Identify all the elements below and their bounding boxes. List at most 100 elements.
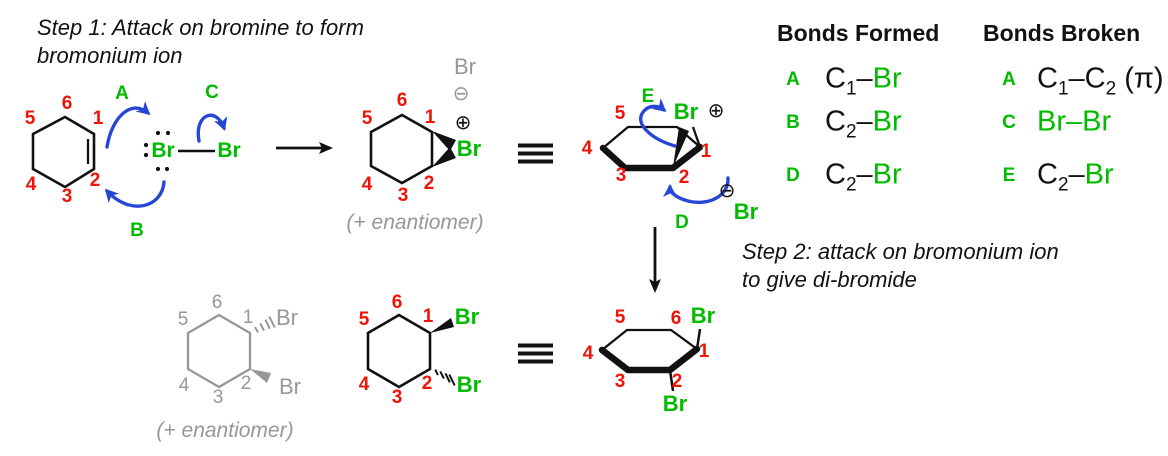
formula-bond: – [1068,158,1085,191]
bond-broken-row: C2–Br [1037,158,1114,196]
atom-number: 1 [92,108,104,129]
bromine-atom-label: Br [454,304,480,329]
equivalence-icon [518,343,553,364]
atom-number: 6 [211,292,223,313]
formula-atom: C [1084,62,1106,95]
bond-formed-row: C1–Br [825,62,902,100]
bonds-broken-header: Bonds Broken [983,20,1141,46]
atom-number: 2 [421,373,433,394]
atom-number: 6 [61,93,73,114]
arrow-label-e: E [641,86,655,107]
atom-number: 6 [396,90,408,111]
bromine-atom-label: Br [217,139,241,162]
formula-atom: Br–Br [1037,105,1112,138]
atom-number: 5 [614,307,626,328]
formula-atom: C [825,105,846,138]
formula-bond: – [856,158,873,191]
step2-title: Step 2: attack on bromonium ion to give … [742,238,1059,294]
atom-number: 4 [361,174,373,195]
step2-title-line2: to give di-bromide [742,267,917,292]
formula-bond: – [856,62,873,95]
step1-title-line1: Step 1: Attack on bromine to form [37,15,364,40]
step2-title-line1: Step 2: attack on bromonium ion [742,239,1059,264]
wedge-bond-c2-br [250,369,271,383]
atom-number: 5 [614,103,626,124]
wedge-bond-c1-br [430,318,454,333]
arrow-label-a: A [115,83,129,104]
dibromide-3d-ring [598,328,702,392]
dibromide-ring [366,313,456,389]
atom-number: 4 [25,174,37,195]
atom-number: 1 [422,306,434,327]
minus-charge-icon: ⊖ [718,178,736,202]
formula-subscript: 2 [1057,174,1069,196]
plus-charge-icon: ⊕ [707,98,725,122]
formula-atom: C [825,158,846,191]
atom-number: 6 [670,308,682,329]
curved-arrow-d [663,176,730,204]
step1-title-line2: bromonium ion [37,43,183,68]
bromine-atom-label: Br [690,303,716,328]
atom-number: 5 [361,108,373,129]
wedge-bond-c1-br [432,131,456,151]
bond-c1-br [695,328,702,350]
atom-number: 6 [391,292,403,313]
minus-charge-icon: ⊖ [452,81,470,105]
atom-number: 3 [212,387,224,408]
formula-subscript: 2 [845,121,857,143]
lone-pair-dots [143,130,171,172]
atom-number: 4 [358,374,370,395]
enantiomer-note: (+ enantiomer) [156,419,294,442]
formula-atom: Br [1084,158,1114,191]
atom-number: 3 [61,186,73,207]
atom-number: 2 [671,371,683,392]
curved-arrow-b [104,180,166,208]
formula-subscript: 2 [845,174,857,196]
bromine-atom-label: Br [151,139,175,162]
hash-bond-c1-br [254,316,276,333]
bromonium-bridge-br-label: Br [673,99,699,124]
bond-broken-row: Br–Br [1037,106,1111,139]
atom-number: 1 [698,341,710,362]
formula-atom: Br [872,105,902,138]
dibromide-gray-ring [186,313,276,389]
formula-subscript: 1 [845,78,857,100]
atom-number: 2 [89,170,101,191]
atom-number: 1 [700,141,712,162]
enantiomer-note: (+ enantiomer) [346,211,484,234]
equivalence-icon [518,143,553,164]
bromonium-ring [369,113,456,185]
row-letter: A [786,69,800,90]
bromonium-bridge-br-label: Br [456,136,482,161]
atom-number: 3 [614,371,626,392]
row-letter: D [786,165,800,186]
wedge-bond-c2-br [673,127,689,167]
bonds-formed-header: Bonds Formed [777,20,940,46]
atom-number: 3 [391,387,403,408]
curved-arrow-a [105,101,151,149]
bromonium-3d-ring [599,125,704,172]
bromine-atom-label: Br [276,305,298,330]
cyclohexene-ring [31,115,96,189]
formula-atom: Br [872,158,902,191]
atom-number: 2 [423,173,435,194]
formula-atom: C [825,62,846,95]
bromine-atom-label: Br [456,372,482,397]
atom-number: 2 [240,373,252,394]
atom-number: 1 [242,307,254,328]
formula-subscript: 2 [1105,78,1117,100]
arrow-label-d: D [675,212,689,233]
atom-number: 3 [397,185,409,206]
curved-arrow-e [639,98,677,148]
hash-bond-c2-br [434,369,456,386]
bromide-counterion-label: Br [454,54,476,79]
bromine-atom-label: Br [662,391,688,416]
row-letter: C [1002,112,1016,133]
bond-c2-br [668,369,675,392]
atom-number: 5 [24,108,36,129]
row-letter: E [1002,165,1016,186]
formula-suffix: (π) [1124,62,1164,95]
atom-number: 2 [678,167,690,188]
formula-atom: C [1037,158,1058,191]
